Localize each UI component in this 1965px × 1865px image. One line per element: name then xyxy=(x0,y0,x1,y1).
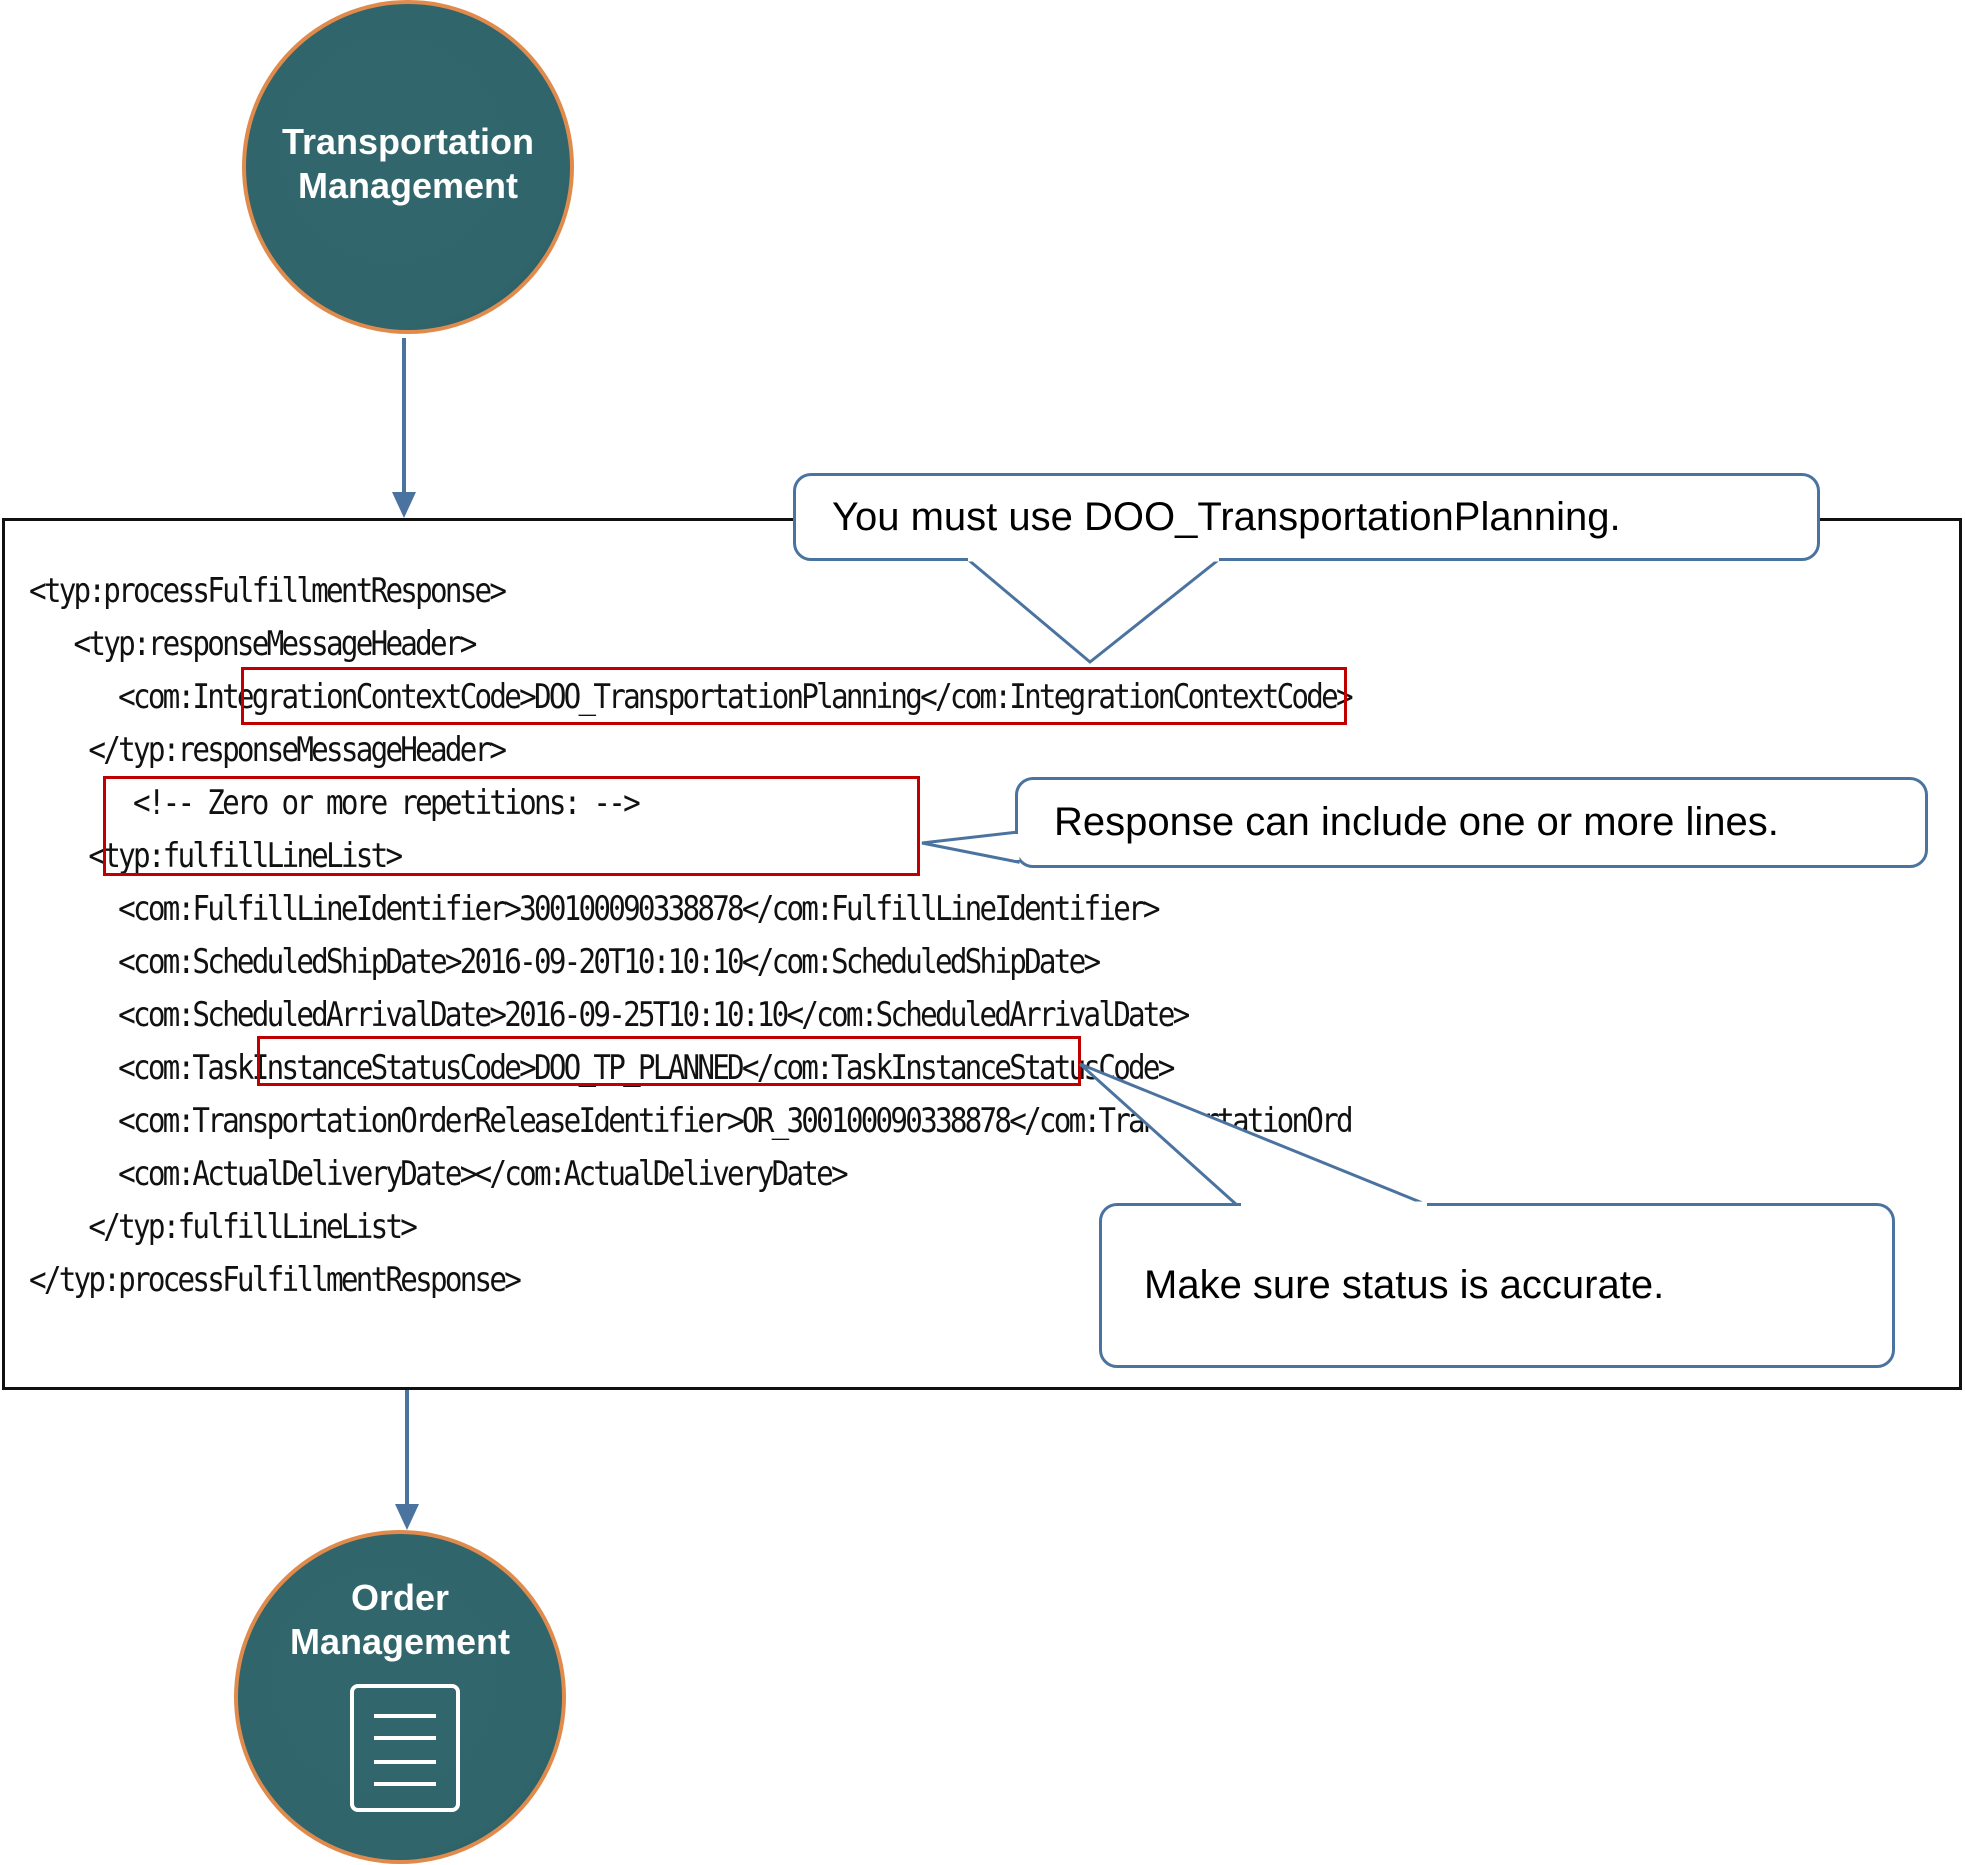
code-line: <typ:responseMessageHeader> xyxy=(29,624,478,664)
code-line: </typ:responseMessageHeader> xyxy=(29,730,507,770)
node-label: Management xyxy=(297,165,519,206)
highlight-fulfill-line-list xyxy=(103,776,920,876)
callout-text: Make sure status is accurate. xyxy=(1144,1263,1665,1307)
code-line: <com:ScheduledShipDate>2016-09-20T10:10:… xyxy=(29,942,1101,982)
callout-text: Response can include one or more lines. xyxy=(1054,800,1779,844)
transportation-management-node: Transportation Management xyxy=(242,0,574,334)
code-line: <com:FulfillLineIdentifier>3001000903388… xyxy=(29,889,1160,929)
code-line: <com:IntegrationContextCode>DOO_Transpor… xyxy=(29,677,1353,717)
code-line: <com:TaskInstanceStatusCode>DOO_TP_PLANN… xyxy=(29,1048,1175,1088)
node-label: Transportation xyxy=(281,121,535,162)
code-line: <com:ActualDeliveryDate></com:ActualDeli… xyxy=(29,1154,849,1194)
code-line: <typ:fulfillLineList> xyxy=(29,836,403,876)
arrow-source-to-box xyxy=(392,338,416,518)
node-label: Management xyxy=(289,1621,511,1662)
highlight-task-instance-status xyxy=(257,1036,1081,1086)
xml-response-panel: <typ:processFulfillmentResponse> <typ:re… xyxy=(2,518,1962,1390)
callout-text: You must use DOO_TransportationPlanning. xyxy=(832,494,1621,539)
callout-status: Make sure status is accurate. xyxy=(1099,1203,1895,1368)
document-icon xyxy=(350,1684,460,1812)
highlight-integration-context-code xyxy=(241,667,1347,725)
code-line: <!-- Zero or more repetitions: --> xyxy=(29,783,641,823)
xml-code: <typ:processFulfillmentResponse> <typ:re… xyxy=(29,565,1354,1307)
order-management-node: Order Management xyxy=(234,1530,566,1864)
callout-lines: Response can include one or more lines. xyxy=(1015,777,1928,868)
code-line: </typ:fulfillLineList> xyxy=(29,1207,417,1247)
code-line: <typ:processFulfillmentResponse> xyxy=(29,571,507,611)
arrow-box-to-target xyxy=(395,1390,419,1530)
code-line: <com:ScheduledArrivalDate>2016-09-25T10:… xyxy=(29,995,1190,1035)
code-line: </typ:processFulfillmentResponse> xyxy=(29,1260,522,1300)
node-label: Order xyxy=(350,1577,450,1618)
callout-integration-context: You must use DOO_TransportationPlanning. xyxy=(793,473,1820,561)
